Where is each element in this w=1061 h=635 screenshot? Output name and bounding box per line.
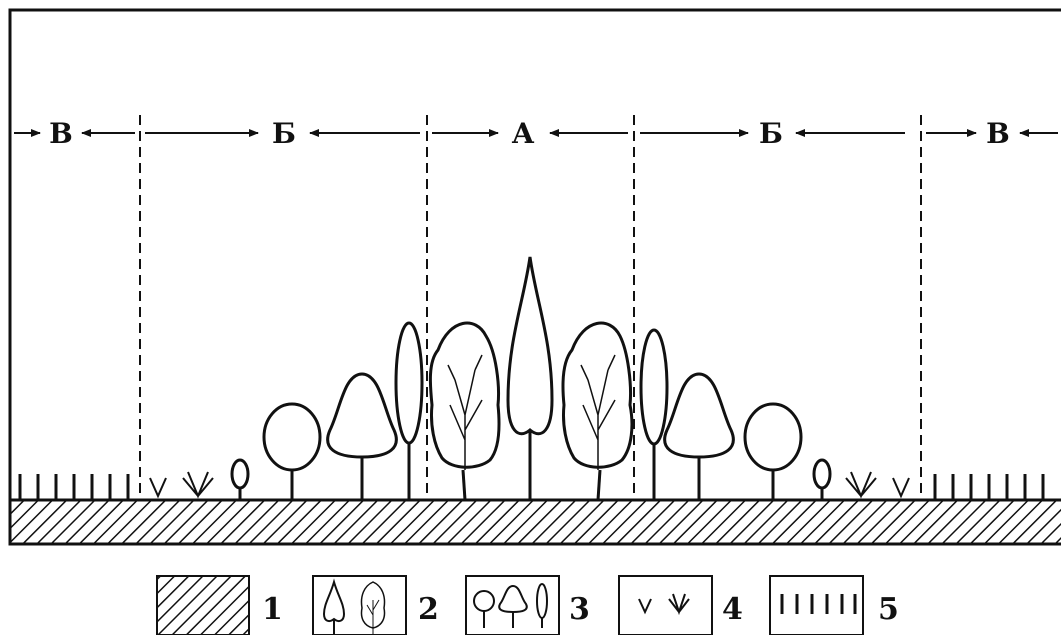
- stubble-left: [18, 474, 130, 500]
- legend-number-2: 2: [418, 592, 439, 627]
- legend-hatch-swatch: [156, 575, 250, 635]
- legend-number-4: 4: [722, 592, 743, 627]
- zone-label-v-left: В: [49, 117, 73, 150]
- legend-stubble-swatch: [769, 575, 864, 635]
- grass-right: [845, 471, 910, 499]
- stubble-right: [933, 474, 1045, 500]
- legend-number-3: 3: [569, 592, 590, 627]
- legend-grass-swatch: [618, 575, 713, 635]
- zone-label-a-center: А: [512, 117, 535, 150]
- trees-left: [230, 321, 501, 501]
- legend-medium-trees-swatch: [465, 575, 560, 635]
- central-tree: [506, 256, 554, 500]
- legend-number-1: 1: [262, 592, 283, 627]
- grass-left: [149, 471, 214, 499]
- legend-tall-trees-swatch: [312, 575, 407, 635]
- zone-label-v-right: В: [986, 117, 1010, 150]
- ground-hatch: [8, 498, 1061, 546]
- zone-label-b-left: Б: [272, 117, 296, 150]
- zone-boundaries: [139, 115, 922, 500]
- legend-number-5: 5: [878, 592, 899, 627]
- diagram-frame: [8, 8, 1061, 546]
- zone-label-b-right: Б: [759, 117, 783, 150]
- trees-right: [561, 321, 832, 501]
